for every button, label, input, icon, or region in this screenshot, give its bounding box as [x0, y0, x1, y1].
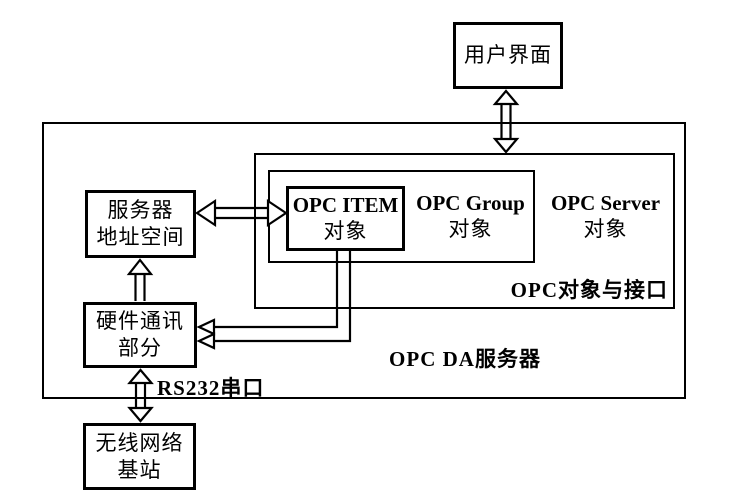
- box-opc-objects-interface: [254, 153, 675, 309]
- hardware-comm-label-line2: 部分: [118, 336, 162, 360]
- rs232-serial-label: RS232串口: [157, 376, 265, 400]
- box-server-address-space: 服务器 地址空间: [85, 190, 196, 258]
- opc-item-label-cn: 对象: [323, 219, 368, 243]
- opc-group-label-en: OPC Group: [416, 191, 525, 215]
- opc-server-label-en: OPC Server: [550, 191, 661, 215]
- opc-group-label: OPC Group 对象: [406, 172, 535, 261]
- server-address-label-line2: 地址空间: [96, 225, 185, 249]
- hardware-comm-label-line1: 硬件通讯: [96, 309, 184, 333]
- wireless-base-label-line2: 基站: [117, 457, 162, 482]
- wireless-base-label-line1: 无线网络: [95, 430, 184, 455]
- opc-objects-interface-label: OPC对象与接口: [510, 278, 668, 302]
- box-opc-item: OPC ITEM 对象: [286, 186, 405, 251]
- server-address-label-line1: 服务器: [107, 198, 174, 222]
- opc-group-label-cn: 对象: [448, 217, 493, 241]
- box-hardware-comm: 硬件通讯 部分: [83, 302, 197, 368]
- box-opc-da-server: [42, 122, 686, 399]
- user-interface-label: 用户界面: [464, 43, 552, 67]
- opc-da-server-label: OPC DA服务器: [389, 347, 541, 371]
- box-wireless-base-station: 无线网络 基站: [83, 423, 196, 490]
- opc-item-label-en: OPC ITEM: [292, 193, 399, 217]
- box-user-interface: 用户界面: [453, 22, 563, 89]
- opc-server-label: OPC Server 对象: [537, 172, 674, 261]
- opc-server-label-cn: 对象: [583, 217, 628, 241]
